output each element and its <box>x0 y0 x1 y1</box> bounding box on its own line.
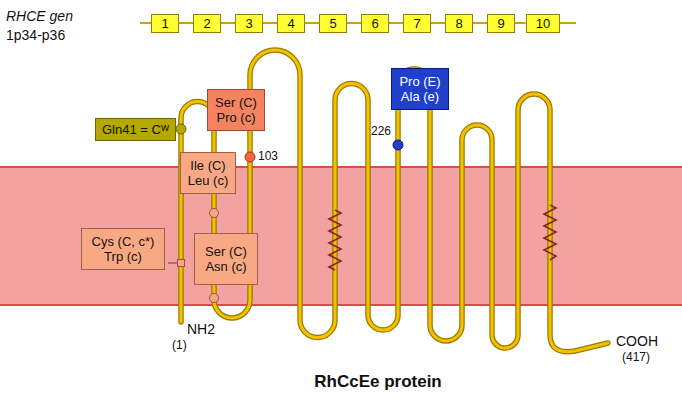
terminus-label: COOH <box>616 333 658 349</box>
node-text: 10 <box>536 16 550 31</box>
exon-box: 10 <box>526 14 560 33</box>
node-text: 7 <box>413 16 420 31</box>
helix-zigzag <box>544 205 556 260</box>
site-dot <box>176 124 186 134</box>
node-text: Ile (C) <box>188 158 228 173</box>
node-text: 3 <box>245 16 252 31</box>
variant-box: Ser (C)Pro (c) <box>207 89 265 131</box>
node-text: Leu (c) <box>188 173 228 188</box>
variant-box: Pro (E)Ala (e) <box>391 68 448 110</box>
node-text: 1 <box>161 16 168 31</box>
variant-box: Gln41 = Cᵂ <box>95 118 176 141</box>
site-dot <box>393 140 403 150</box>
node-text: 6 <box>371 16 378 31</box>
residue-number: (1) <box>172 339 187 353</box>
membrane-band <box>0 167 682 305</box>
node-text: Gln41 = Cᵂ <box>102 122 169 137</box>
site-square <box>178 260 185 267</box>
node-text: Cys (C, c*) <box>92 234 155 249</box>
leader-line <box>168 263 177 264</box>
node-text: 2 <box>203 16 210 31</box>
exon-box: 6 <box>361 14 388 33</box>
exon-box: 7 <box>403 14 430 33</box>
gene-connector <box>179 22 194 24</box>
terminus-label: NH2 <box>187 321 215 337</box>
node-text: 9 <box>497 16 504 31</box>
node-text: Ser (C) <box>205 244 247 259</box>
residue-number: 103 <box>258 150 278 164</box>
protein-chain-outline <box>181 50 608 352</box>
exon-box: 9 <box>487 14 514 33</box>
protein-chain <box>181 50 608 352</box>
node-text: 5 <box>329 16 336 31</box>
node-text: 8 <box>455 16 462 31</box>
node-text: Ala (e) <box>399 89 440 104</box>
membrane-edge <box>0 166 682 168</box>
variant-box: Ser (C)Asn (c) <box>194 233 258 285</box>
exon-box: 4 <box>277 14 304 33</box>
node-text: Asn (c) <box>205 259 247 274</box>
residue-number: (417) <box>622 351 650 365</box>
residue-number: 226 <box>371 125 391 139</box>
locus-label: 1p34-p36 <box>6 27 65 43</box>
gene-connector <box>263 22 278 24</box>
node-text: Ser (C) <box>215 95 257 110</box>
node-text: 4 <box>287 16 294 31</box>
site-dot <box>245 152 255 162</box>
gene-connector <box>389 22 404 24</box>
exon-box: 2 <box>193 14 220 33</box>
node-text: Pro (E) <box>399 74 440 89</box>
exon-box: 5 <box>319 14 346 33</box>
gene-connector <box>431 22 446 24</box>
membrane-edge <box>0 304 682 306</box>
gene-connector <box>305 22 320 24</box>
exon-box: 3 <box>235 14 262 33</box>
site-circle <box>210 209 219 218</box>
gene-connector <box>515 22 526 24</box>
variant-box: Ile (C)Leu (c) <box>180 152 236 194</box>
gene-connector <box>347 22 362 24</box>
node-text: Trp (c) <box>92 249 155 264</box>
site-circle <box>210 294 219 303</box>
diagram-title: RhCcEe protein <box>314 372 442 392</box>
node-text: Pro (c) <box>215 110 257 125</box>
variant-box: Cys (C, c*)Trp (c) <box>81 228 166 270</box>
gene-name: RHCE gen <box>6 8 73 24</box>
exon-box: 8 <box>445 14 472 33</box>
exon-box: 1 <box>151 14 178 33</box>
helix-zigzag <box>329 210 341 270</box>
edge-group <box>179 23 526 24</box>
gene-connector <box>473 22 488 24</box>
gene-connector <box>221 22 236 24</box>
